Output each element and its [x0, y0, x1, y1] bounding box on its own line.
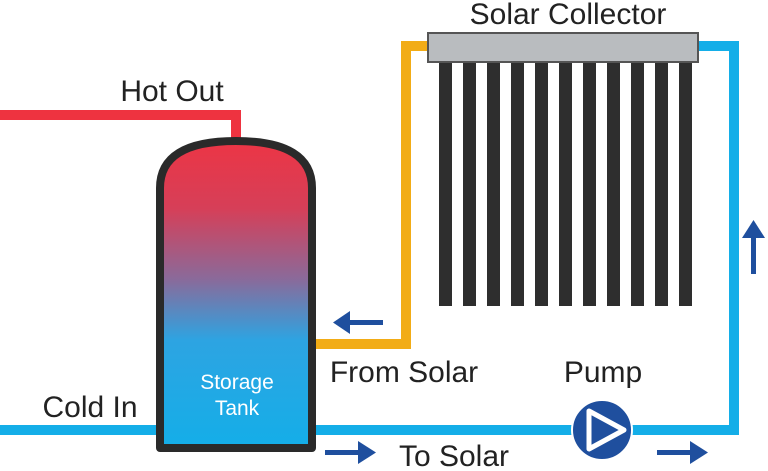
- collector-tube: [679, 60, 692, 306]
- up-arrow-icon: [742, 220, 765, 274]
- pump-label: Pump: [564, 356, 642, 389]
- collector-tube: [535, 60, 548, 306]
- tank-label-line1: Storage: [200, 371, 274, 394]
- arrow-icon: [325, 220, 765, 464]
- from-solar-pipe: [312, 41, 432, 349]
- from-solar-label: From Solar: [330, 356, 478, 389]
- storage-tank: [156, 137, 316, 452]
- to-solar-pipe: [312, 41, 739, 435]
- collector-tube: [559, 60, 572, 306]
- to-solar-label: To Solar: [399, 440, 509, 471]
- collector-tube: [655, 60, 668, 306]
- from-solar-arrow-icon: [333, 311, 383, 334]
- solar-collector-label: Solar Collector: [470, 0, 667, 31]
- hot-out-pipe: [0, 110, 241, 140]
- tank-label-line2: Tank: [215, 397, 260, 420]
- collector-tubes: [439, 60, 692, 306]
- collector-tube: [487, 60, 500, 306]
- collector-tube: [583, 60, 596, 306]
- collector-tube: [439, 60, 452, 306]
- return-arrow-icon: [657, 441, 708, 464]
- collector-tube: [511, 60, 524, 306]
- hot-out-label: Hot Out: [120, 75, 224, 108]
- cold-in-label: Cold In: [42, 391, 137, 424]
- pump-play-icon: [571, 399, 633, 461]
- collector-tube: [463, 60, 476, 306]
- to-solar-arrow-icon: [325, 441, 376, 464]
- collector-header: [427, 32, 699, 63]
- collector-tube: [607, 60, 620, 306]
- collector-tube: [631, 60, 644, 306]
